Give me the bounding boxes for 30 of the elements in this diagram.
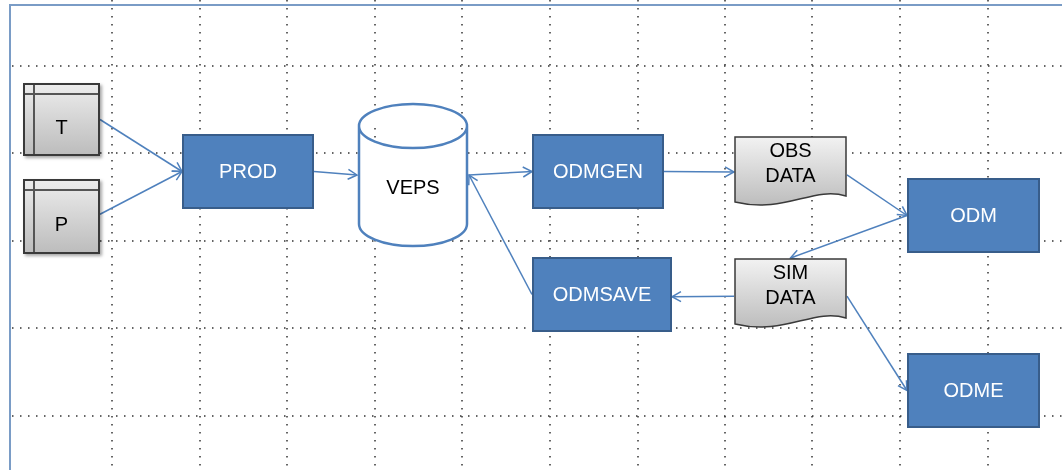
node-label: OBS DATA — [764, 138, 817, 188]
arrow — [468, 174, 533, 296]
table-box — [23, 179, 100, 254]
node-label: SIM DATA — [764, 260, 817, 310]
node-label: ODM — [950, 203, 997, 228]
node-label: ODME — [943, 378, 1004, 403]
process-box — [907, 353, 1040, 428]
process-box — [182, 134, 314, 209]
document-shape — [734, 258, 847, 330]
table-box — [23, 83, 100, 156]
node-label: VEPS — [386, 174, 440, 200]
arrow — [663, 166, 735, 178]
database-cylinder — [357, 102, 469, 248]
arrow — [846, 295, 908, 392]
arrow — [846, 174, 908, 217]
arrow — [789, 214, 908, 261]
process-box — [907, 178, 1040, 253]
process-box — [532, 257, 672, 332]
node-label: T — [55, 115, 68, 140]
arrow — [468, 166, 533, 178]
process-box — [532, 134, 664, 209]
node-label: ODMSAVE — [552, 282, 652, 307]
node-label: ODMGEN — [553, 159, 643, 184]
node-label: PROD — [219, 159, 277, 184]
document-shape — [734, 136, 847, 208]
node-label: P — [54, 212, 69, 237]
arrow — [671, 290, 735, 303]
arrow — [99, 170, 183, 215]
arrow — [313, 168, 358, 180]
arrow — [99, 118, 183, 173]
